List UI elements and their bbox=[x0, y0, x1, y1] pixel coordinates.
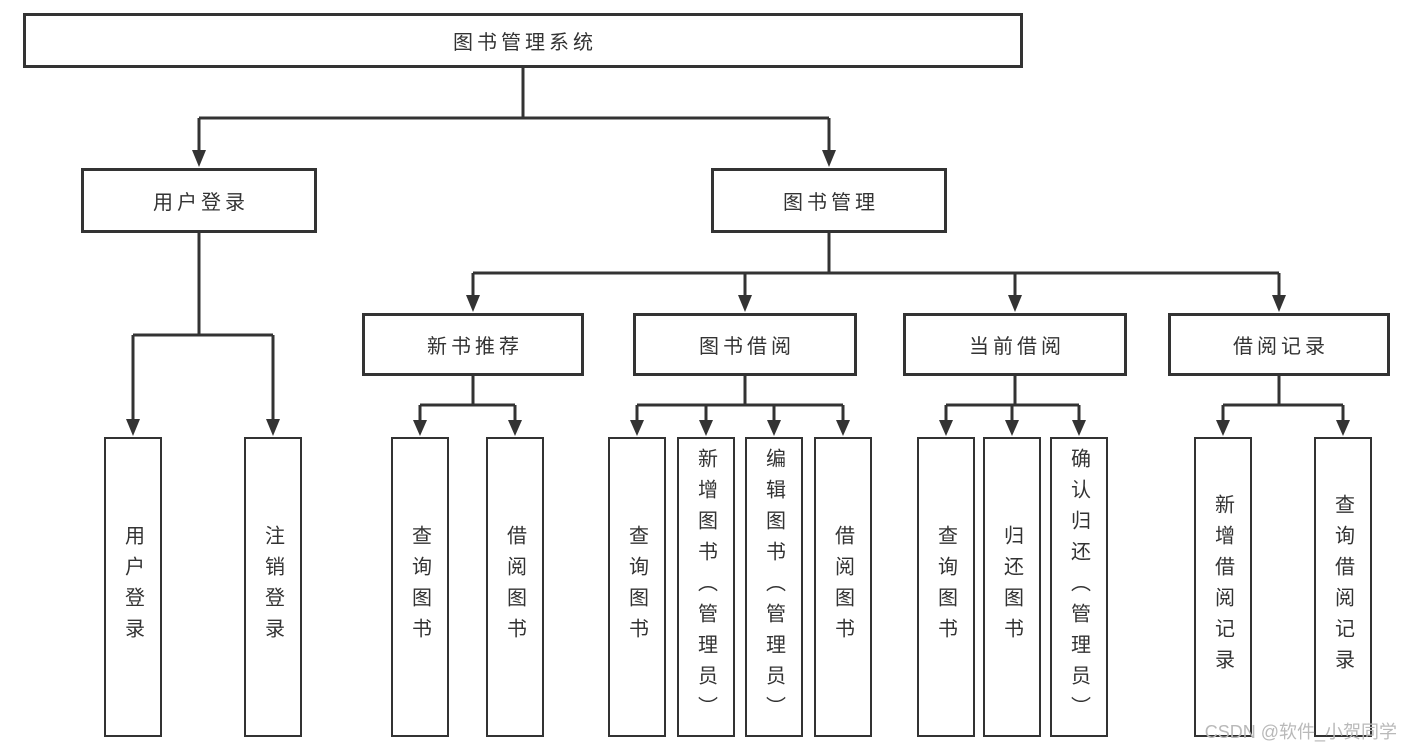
connector-borrowing-records-to-leaves bbox=[1216, 376, 1350, 436]
leaf-user-login: 用户登录 bbox=[104, 437, 162, 737]
node-label: 图书管理系统 bbox=[453, 32, 597, 54]
connector-book-management-to-level3 bbox=[466, 233, 1286, 312]
node-current-borrowing: 当前借阅 bbox=[903, 313, 1127, 376]
node-label: 新增借阅记录 bbox=[1211, 494, 1234, 680]
node-label: 用户登录 bbox=[153, 192, 249, 214]
leaf-edit-book-admin: 编辑图书（管理员） bbox=[745, 437, 803, 737]
node-label: 借阅图书 bbox=[831, 525, 854, 649]
node-label: 当前借阅 bbox=[969, 336, 1065, 358]
node-root-library-system: 图书管理系统 bbox=[23, 13, 1023, 68]
leaf-query-borrow-record: 查询借阅记录 bbox=[1314, 437, 1372, 737]
node-label: 注销登录 bbox=[261, 525, 284, 649]
node-label: 新书推荐 bbox=[427, 336, 523, 358]
node-borrowing-records: 借阅记录 bbox=[1168, 313, 1390, 376]
node-label: 查询借阅记录 bbox=[1331, 494, 1354, 680]
node-label: 确认归还（管理员） bbox=[1067, 447, 1090, 727]
node-book-borrowing: 图书借阅 bbox=[633, 313, 857, 376]
leaf-add-borrow-record: 新增借阅记录 bbox=[1194, 437, 1252, 737]
node-label: 新增图书（管理员） bbox=[694, 447, 717, 727]
csdn-watermark: CSDN @软件_小贺同学 bbox=[1204, 722, 1397, 742]
node-new-book-recommend: 新书推荐 bbox=[362, 313, 584, 376]
leaf-borrow-book-borrowing: 借阅图书 bbox=[814, 437, 872, 737]
leaf-logout: 注销登录 bbox=[244, 437, 302, 737]
leaf-query-books-recommend: 查询图书 bbox=[391, 437, 449, 737]
node-label: 查询图书 bbox=[625, 525, 648, 649]
node-label: 查询图书 bbox=[408, 525, 431, 649]
node-label: 借阅记录 bbox=[1233, 336, 1329, 358]
connector-new-book-recommend-to-leaves bbox=[413, 376, 522, 436]
leaf-query-books-borrowing: 查询图书 bbox=[608, 437, 666, 737]
leaf-borrow-book-recommend: 借阅图书 bbox=[486, 437, 544, 737]
connector-root-to-level2 bbox=[192, 68, 836, 167]
node-label: 图书管理 bbox=[783, 192, 879, 214]
node-label: 编辑图书（管理员） bbox=[762, 447, 785, 727]
connector-book-borrowing-to-leaves bbox=[630, 376, 850, 436]
node-label: 查询图书 bbox=[934, 525, 957, 649]
node-label: 归还图书 bbox=[1000, 525, 1023, 649]
node-label: 图书借阅 bbox=[699, 336, 795, 358]
connector-current-borrowing-to-leaves bbox=[939, 376, 1086, 436]
connector-user-login-to-leaves bbox=[126, 233, 280, 436]
node-label: 用户登录 bbox=[121, 525, 144, 649]
leaf-return-book: 归还图书 bbox=[983, 437, 1041, 737]
leaf-query-books-current: 查询图书 bbox=[917, 437, 975, 737]
node-label: 借阅图书 bbox=[503, 525, 526, 649]
leaf-confirm-return-admin: 确认归还（管理员） bbox=[1050, 437, 1108, 737]
leaf-add-book-admin: 新增图书（管理员） bbox=[677, 437, 735, 737]
node-user-login: 用户登录 bbox=[81, 168, 317, 233]
node-book-management: 图书管理 bbox=[711, 168, 947, 233]
